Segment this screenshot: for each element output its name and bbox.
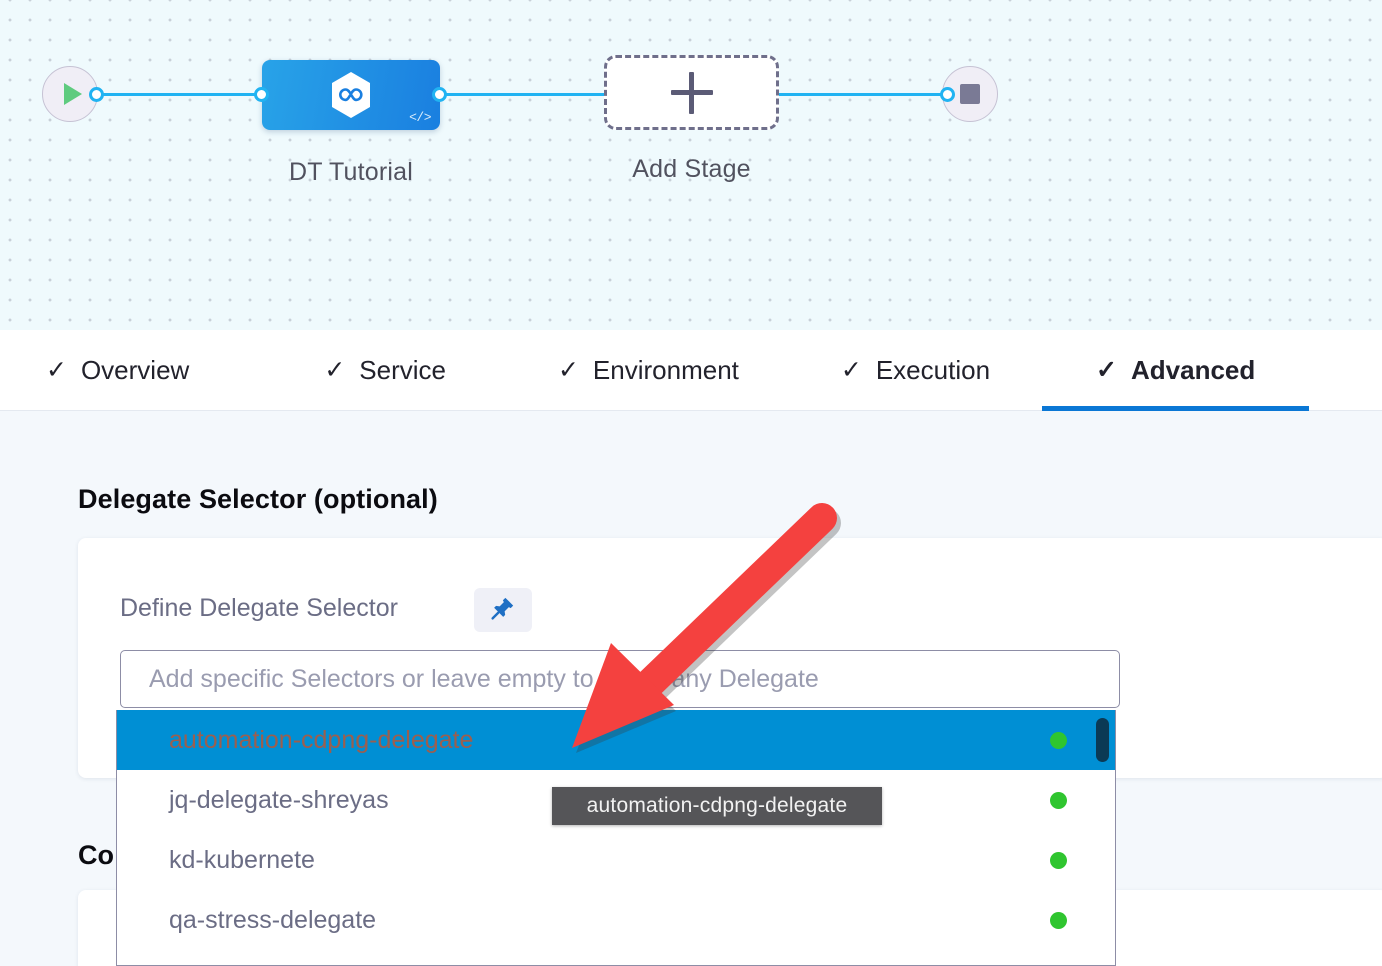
stage-node-dt-tutorial[interactable]: </> bbox=[262, 60, 440, 130]
edge-addstage-to-end bbox=[775, 93, 947, 96]
tab-environment[interactable]: ✓ Environment bbox=[552, 330, 745, 411]
delegate-selector-dropdown[interactable]: automation-cdpng-delegate jq-delegate-sh… bbox=[116, 710, 1116, 966]
delegate-selector-input[interactable] bbox=[120, 650, 1120, 708]
tab-execution-label: Execution bbox=[875, 354, 991, 385]
check-icon: ✓ bbox=[324, 355, 346, 384]
pushpin-icon-button[interactable] bbox=[474, 588, 532, 632]
dropdown-option-kd-kubernete[interactable]: kd-kubernete bbox=[117, 830, 1115, 890]
pipeline-canvas[interactable]: </> DT Tutorial Add Stage bbox=[0, 0, 1382, 330]
tab-service-label: Service bbox=[359, 354, 446, 385]
check-icon: ✓ bbox=[46, 355, 67, 384]
pushpin-icon bbox=[490, 595, 516, 626]
edge-stage-to-addstage bbox=[438, 93, 610, 96]
option-label: kd-kubernete bbox=[169, 845, 315, 874]
stage-node-label: DT Tutorial bbox=[288, 158, 413, 186]
tab-service[interactable]: ✓ Service bbox=[318, 330, 452, 411]
define-delegate-selector-label: Define Delegate Selector bbox=[120, 594, 398, 622]
stage-node-output-port[interactable] bbox=[432, 87, 447, 102]
delegate-name-tooltip: automation-cdpng-delegate bbox=[552, 787, 882, 825]
stage-config-tabs: ✓ Overview ✓ Service ✓ Environment ✓ Exe… bbox=[0, 330, 1382, 411]
delegate-status-dot-connected bbox=[1050, 851, 1067, 869]
code-badge-icon: </> bbox=[409, 110, 431, 125]
plus-icon bbox=[670, 71, 713, 114]
delegate-selector-section-title: Delegate Selector (optional) bbox=[78, 484, 438, 514]
deployment-hexagon-icon bbox=[325, 69, 377, 121]
tab-overview[interactable]: ✓ Overview bbox=[40, 330, 195, 411]
check-icon: ✓ bbox=[1096, 355, 1117, 384]
play-icon bbox=[63, 83, 82, 105]
delegate-status-dot-connected bbox=[1050, 791, 1067, 809]
delegate-status-dot-connected bbox=[1050, 731, 1067, 749]
add-stage-button[interactable] bbox=[604, 55, 779, 130]
delegate-status-dot-connected bbox=[1050, 911, 1067, 929]
dropdown-option-qa-stress-delegate[interactable]: qa-stress-delegate bbox=[117, 890, 1115, 950]
end-node-input-port[interactable] bbox=[940, 87, 955, 102]
dropdown-option-jq-delegate-shreyas[interactable]: jq-delegate-shreyas bbox=[117, 770, 1115, 830]
stage-node-input-port[interactable] bbox=[254, 87, 269, 102]
option-label: qa-stress-delegate bbox=[169, 905, 377, 934]
option-label: jq-delegate-shreyas bbox=[169, 785, 389, 814]
pipeline-start-node[interactable] bbox=[42, 66, 98, 122]
option-label: automation-cdpng-delegate bbox=[169, 725, 474, 754]
edge-start-to-stage bbox=[96, 93, 268, 96]
tab-execution[interactable]: ✓ Execution bbox=[835, 330, 996, 411]
dropdown-scrollbar-thumb[interactable] bbox=[1096, 718, 1109, 762]
stop-icon bbox=[960, 84, 980, 104]
check-icon: ✓ bbox=[557, 355, 579, 384]
dropdown-option-automation-cdpng-delegate[interactable]: automation-cdpng-delegate bbox=[117, 710, 1115, 770]
tab-environment-label: Environment bbox=[592, 354, 739, 385]
next-section-title: Co bbox=[78, 840, 114, 870]
tab-advanced[interactable]: ✓ Advanced bbox=[1041, 330, 1310, 411]
start-node-output-port[interactable] bbox=[89, 87, 104, 102]
tab-overview-label: Overview bbox=[80, 354, 190, 385]
check-icon: ✓ bbox=[840, 355, 862, 384]
add-stage-label: Add Stage bbox=[632, 155, 751, 183]
tab-advanced-label: Advanced bbox=[1130, 354, 1256, 385]
